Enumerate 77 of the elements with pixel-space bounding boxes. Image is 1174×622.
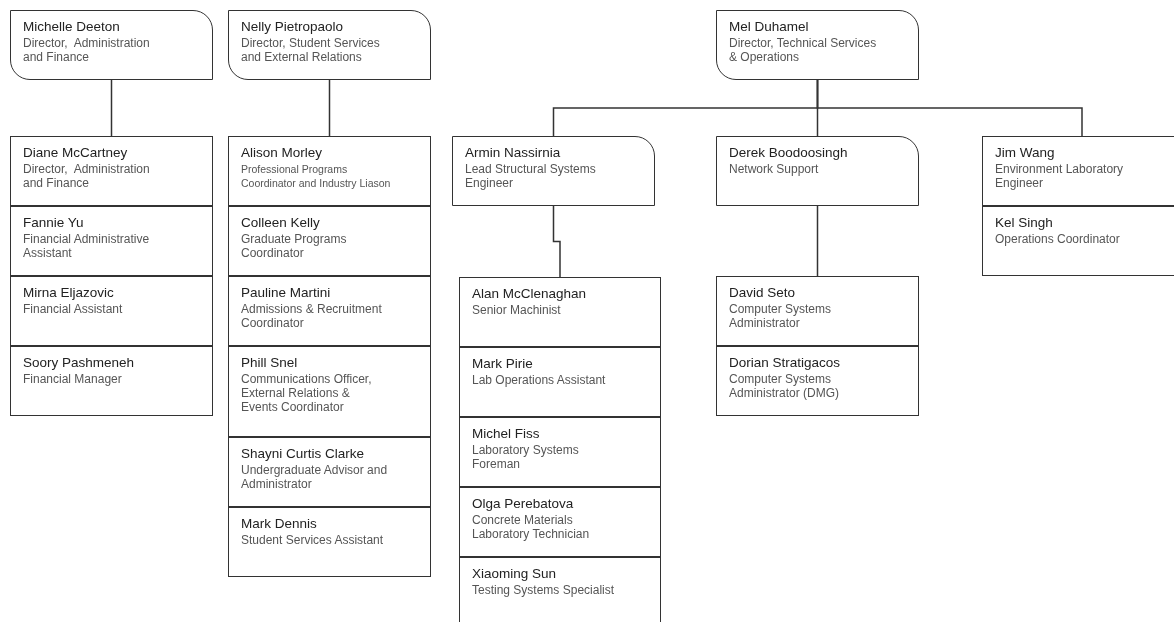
role-box	[716, 346, 919, 416]
job-title: Director, Technical Services & Operations	[729, 36, 877, 64]
job-title: Computer Systems Administrator (DMG)	[729, 372, 840, 400]
person-name: Kel Singh	[995, 214, 1054, 231]
role-box	[459, 487, 661, 557]
person-name: Mel Duhamel	[729, 18, 810, 35]
job-title: Professional Programs Coordinator and Industry Liason	[241, 162, 392, 190]
job-title: Financial Administrative Assistant	[23, 232, 151, 260]
person-name: Mark Dennis	[241, 515, 318, 532]
job-title: Network Support	[729, 162, 820, 176]
person-name: Olga Perebatova	[472, 495, 575, 512]
person-name: Xiaoming Sun	[472, 565, 558, 582]
job-title: Undergraduate Advisor and Administrator	[241, 463, 389, 491]
person-name: Armin Nassirnia	[465, 144, 562, 161]
person-name: Jim Wang	[995, 144, 1056, 161]
job-title: Lab Operations Assistant	[472, 373, 607, 387]
job-title: Lead Structural Systems Engineer	[465, 162, 597, 190]
connector-line	[328, 79, 331, 137]
job-title: Operations Coordinator	[995, 232, 1121, 246]
role-box	[459, 277, 661, 347]
job-title: Admissions & Recruitment Coordinator	[241, 302, 383, 330]
job-title: Student Services Assistant	[241, 533, 385, 547]
job-title: Director, Administration and Finance	[23, 162, 151, 190]
job-title: Financial Assistant	[23, 302, 124, 316]
connector-line	[552, 205, 561, 278]
job-title: Director, Administration and Finance	[23, 36, 151, 64]
person-name: Michel Fiss	[472, 425, 541, 442]
role-box	[228, 507, 431, 577]
person-name: Fannie Yu	[23, 214, 85, 231]
role-box	[716, 276, 919, 346]
person-name: Phill Snel	[241, 354, 299, 371]
role-box	[228, 346, 431, 437]
role-box	[459, 557, 661, 622]
person-name: Shayni Curtis Clarke	[241, 445, 366, 462]
role-box-rounded	[452, 136, 655, 206]
connector-line	[816, 205, 819, 277]
role-box	[10, 206, 213, 276]
role-box-rounded	[716, 10, 919, 80]
job-title: Concrete Materials Laboratory Technician	[472, 513, 591, 541]
job-title: Director, Student Services and External Relations	[241, 36, 381, 64]
role-box	[10, 136, 213, 206]
person-name: Colleen Kelly	[241, 214, 321, 231]
person-name: David Seto	[729, 284, 797, 301]
person-name: Michelle Deeton	[23, 18, 121, 35]
job-title: Testing Systems Specialist	[472, 583, 616, 597]
person-name: Nelly Pietropaolo	[241, 18, 345, 35]
person-name: Derek Boodoosingh	[729, 144, 849, 161]
role-box-rounded	[10, 10, 213, 80]
person-name: Soory Pashmeneh	[23, 354, 136, 371]
role-box-rounded	[228, 10, 431, 80]
role-box	[10, 346, 213, 416]
connector-line	[816, 79, 1083, 137]
job-title: Senior Machinist	[472, 303, 562, 317]
role-box	[228, 437, 431, 507]
role-box	[459, 417, 661, 487]
person-name: Mark Pirie	[472, 355, 534, 372]
role-box	[228, 136, 431, 206]
job-title: Financial Manager	[23, 372, 123, 386]
role-box	[10, 276, 213, 346]
role-box	[982, 206, 1174, 276]
person-name: Diane McCartney	[23, 144, 129, 161]
person-name: Dorian Stratigacos	[729, 354, 842, 371]
job-title: Computer Systems Administrator	[729, 302, 833, 330]
role-box-rounded	[716, 136, 919, 206]
person-name: Pauline Martini	[241, 284, 332, 301]
job-title: Graduate Programs Coordinator	[241, 232, 348, 260]
role-box	[982, 136, 1174, 206]
role-box	[459, 347, 661, 417]
person-name: Mirna Eljazovic	[23, 284, 115, 301]
role-box	[228, 206, 431, 276]
job-title: Laboratory Systems Foreman	[472, 443, 580, 471]
person-name: Alan McClenaghan	[472, 285, 588, 302]
role-box	[228, 276, 431, 346]
job-title: Environment Laboratory Engineer	[995, 162, 1125, 190]
person-name: Alison Morley	[241, 144, 324, 161]
job-title: Communications Officer, External Relations & Events Coordinator	[241, 372, 373, 414]
connector-line	[110, 79, 113, 137]
